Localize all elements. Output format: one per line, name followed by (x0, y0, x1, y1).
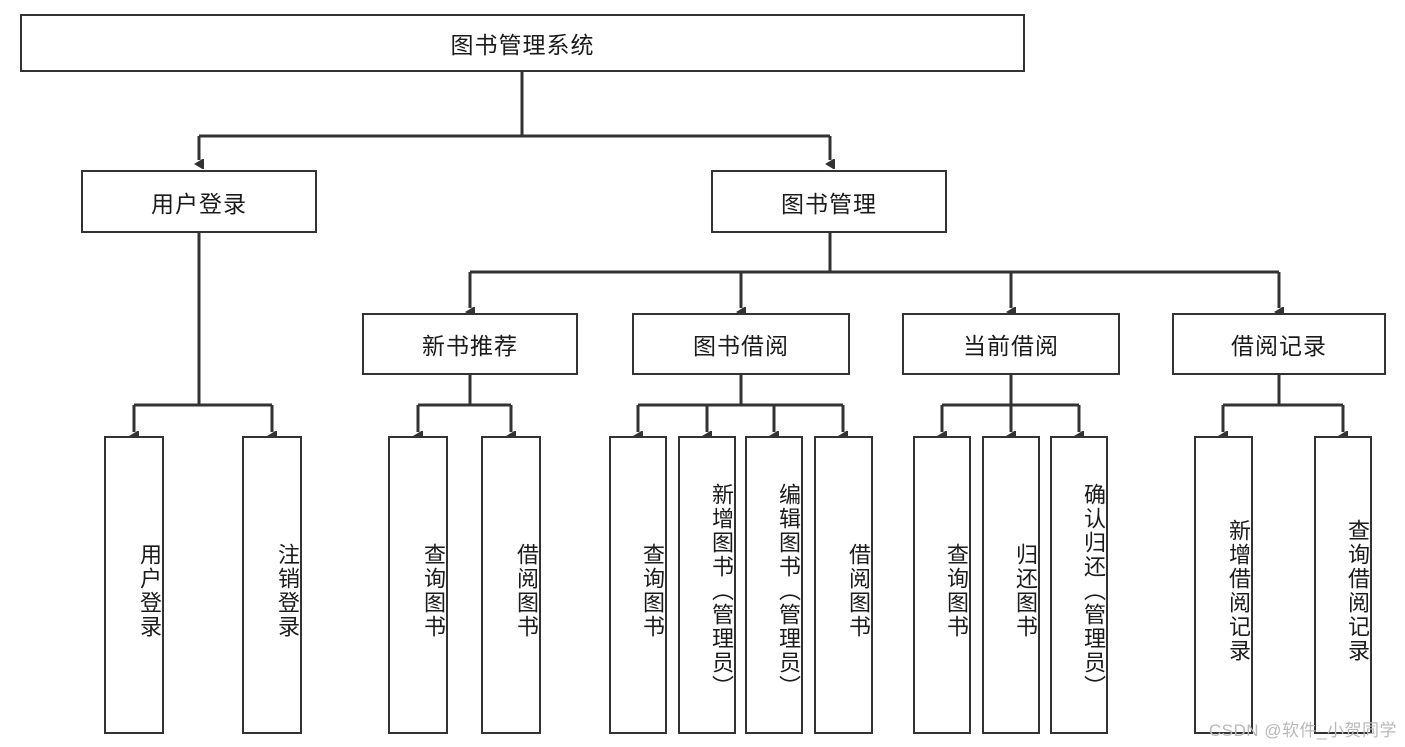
leaf-query-book-borrow[interactable]: 查询图书 (609, 436, 667, 734)
node-user-login[interactable]: 用户登录 (81, 170, 317, 233)
leaf-query-book-current-label: 查询图书 (944, 543, 969, 639)
leaf-add-borrow-record[interactable]: 新增借阅记录 (1194, 436, 1253, 734)
leaf-add-borrow-record-label: 新增借阅记录 (1226, 519, 1251, 663)
leaf-borrow-book[interactable]: 借阅图书 (814, 436, 873, 734)
leaf-query-book-recommend[interactable]: 查询图书 (388, 436, 448, 734)
node-root[interactable]: 图书管理系统 (20, 14, 1025, 72)
watermark-text: CSDN @软件_小贺同学 (1208, 721, 1397, 740)
leaf-logout[interactable]: 注销登录 (242, 436, 302, 734)
leaf-borrow-book-recommend-label: 借阅图书 (514, 543, 539, 639)
node-borrow-record[interactable]: 借阅记录 (1172, 313, 1386, 375)
leaf-borrow-book-recommend[interactable]: 借阅图书 (481, 436, 541, 734)
leaf-query-book-current[interactable]: 查询图书 (913, 436, 971, 734)
leaf-borrow-book-label: 借阅图书 (846, 543, 871, 639)
leaf-return-book[interactable]: 归还图书 (982, 436, 1040, 734)
leaf-logout-label: 注销登录 (275, 543, 300, 639)
node-book-management[interactable]: 图书管理 (711, 170, 947, 233)
node-current-borrow-label: 当前借阅 (963, 333, 1059, 359)
leaf-confirm-return-admin-label: 确认归还（管理员） (1081, 483, 1106, 699)
node-user-login-label: 用户登录 (151, 190, 247, 217)
leaf-confirm-return-admin[interactable]: 确认归还（管理员） (1050, 436, 1108, 734)
leaf-edit-book-admin-label: 编辑图书（管理员） (776, 483, 801, 699)
leaf-query-book-recommend-label: 查询图书 (421, 543, 446, 639)
leaf-user-login[interactable]: 用户登录 (104, 436, 164, 734)
node-borrow-record-label: 借阅记录 (1231, 333, 1327, 359)
node-root-label: 图书管理系统 (450, 32, 595, 58)
node-book-management-label: 图书管理 (781, 190, 877, 217)
leaf-query-book-borrow-label: 查询图书 (640, 543, 665, 639)
leaf-user-login-label: 用户登录 (137, 543, 162, 639)
leaf-edit-book-admin[interactable]: 编辑图书（管理员） (745, 436, 803, 734)
node-book-borrow-label: 图书借阅 (693, 333, 789, 359)
node-current-borrow[interactable]: 当前借阅 (902, 313, 1120, 375)
node-book-borrow[interactable]: 图书借阅 (632, 313, 850, 375)
node-new-book-recommend[interactable]: 新书推荐 (362, 313, 578, 375)
leaf-return-book-label: 归还图书 (1013, 543, 1038, 639)
leaf-add-book-admin[interactable]: 新增图书（管理员） (678, 436, 736, 734)
node-new-book-recommend-label: 新书推荐 (422, 333, 518, 359)
leaf-query-borrow-record[interactable]: 查询借阅记录 (1314, 436, 1372, 734)
leaf-query-borrow-record-label: 查询借阅记录 (1345, 519, 1370, 663)
leaf-add-book-admin-label: 新增图书（管理员） (709, 483, 734, 699)
